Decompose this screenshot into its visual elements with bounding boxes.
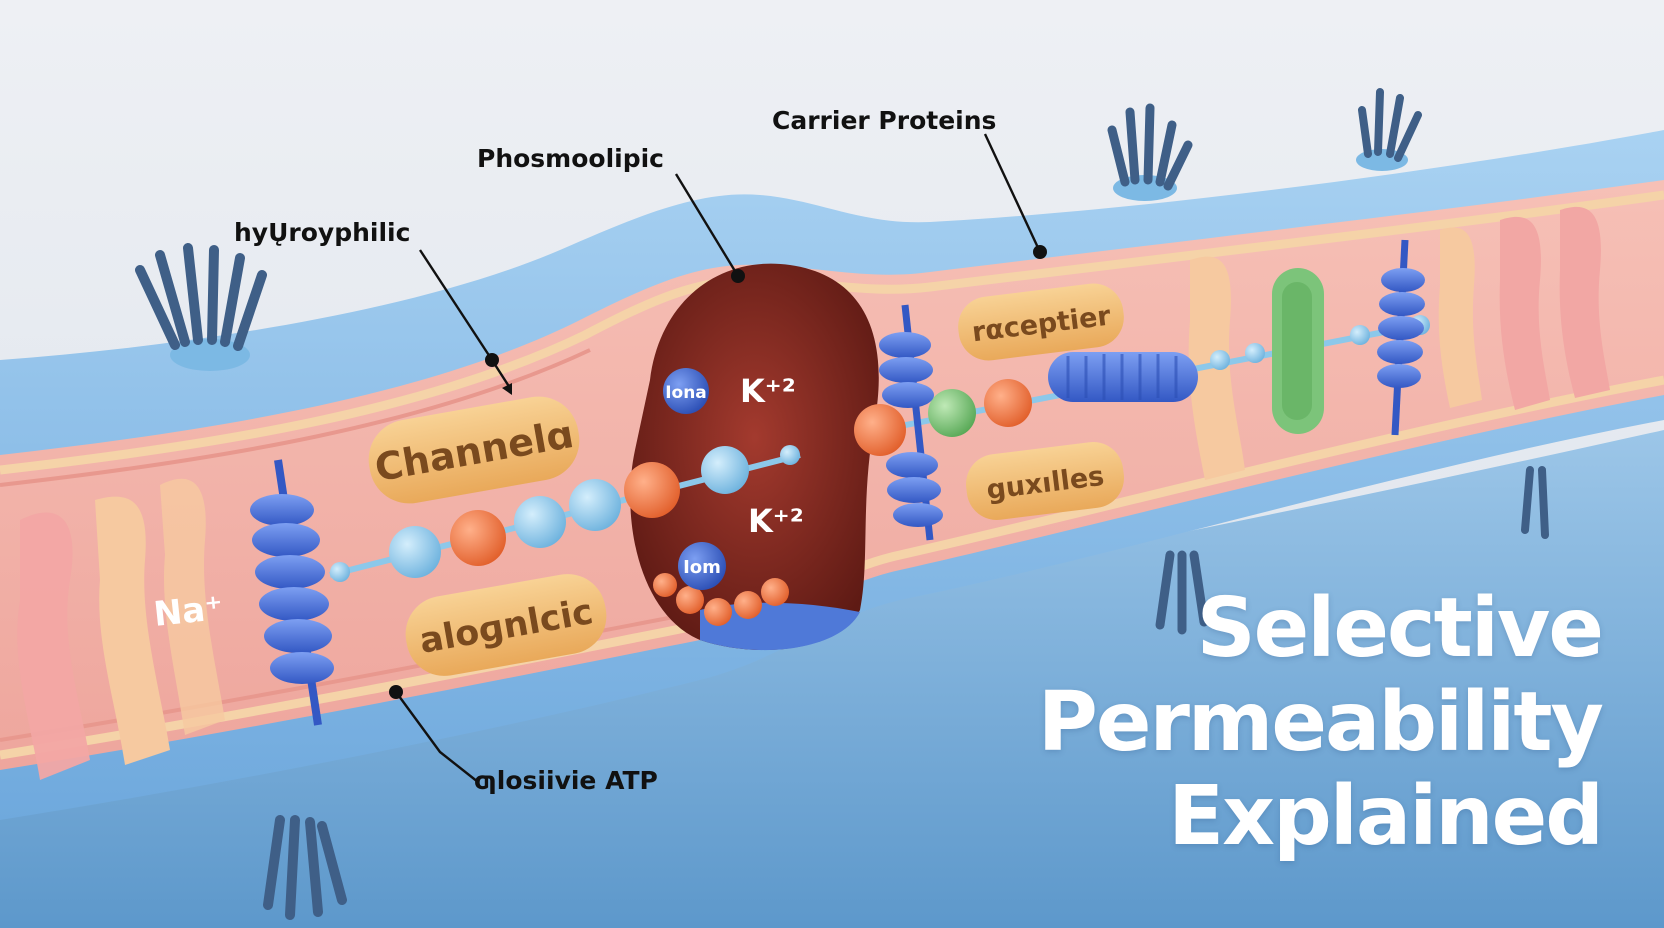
- pill-vesicles: guxılles: [965, 442, 1125, 520]
- callout-atp: ƣlosiivie ATP: [474, 766, 658, 795]
- ion-chain-left: [329, 445, 801, 582]
- coil-protein-left: [250, 459, 334, 726]
- ion-sphere-lower: [678, 542, 726, 590]
- potassium-label-upper: K⁺²: [740, 372, 796, 410]
- leader-dot-atp: [389, 685, 403, 699]
- leader-phospholipid: [674, 173, 740, 277]
- pill-channel: Channelɑ: [368, 396, 580, 504]
- glycoprotein-brush-under-mid: [1155, 550, 1209, 635]
- glycoprotein-brush-mid: [1107, 103, 1193, 201]
- coil-protein-horizontal: [1048, 352, 1198, 402]
- coil-protein-right: [1377, 239, 1425, 436]
- headline-line-2: Permeability: [1037, 675, 1604, 770]
- pill-glycolipid: aloɡnlcic: [405, 574, 607, 676]
- leader-dot-hydrophilic: [485, 353, 499, 367]
- glycoprotein-brush-left: [135, 243, 267, 371]
- ion-lower-label: Iom: [683, 557, 721, 578]
- floor-surface: [0, 430, 1664, 928]
- glycoprotein-brush-right: [1356, 88, 1422, 171]
- lipid-line-a: [0, 348, 591, 487]
- ion-upper-label: Iona: [665, 383, 707, 403]
- phospholipid-columns-left: [17, 478, 225, 780]
- glycoprotein-brush-under-right: [1521, 466, 1549, 539]
- glycoprotein-brush-under-left: [263, 815, 347, 920]
- leader-atp: [395, 691, 479, 783]
- headline-line-3: Explained: [1168, 769, 1604, 864]
- ion-sphere-upper: [663, 368, 709, 414]
- headline-line-1: Selective: [1196, 581, 1604, 676]
- coil-protein-middle: [879, 304, 943, 541]
- leader-carrier: [983, 133, 1042, 253]
- headline: Selective Permeability Explained: [1037, 581, 1604, 864]
- callout-phospholipid: Phosmoolipic: [477, 144, 664, 173]
- lipid-line-b: [0, 610, 701, 742]
- callout-leaders: [395, 133, 1042, 783]
- pill-receptor: rαceptier: [958, 283, 1124, 361]
- callout-hydrophilic: hyŲroyphilic: [234, 218, 411, 247]
- leader-dot-phospholipid: [731, 269, 745, 283]
- callout-carrier-proteins: Carrier Proteins: [772, 106, 997, 135]
- leader-dot-carrier: [1033, 245, 1047, 259]
- arrowhead-hydrophilic: [502, 383, 512, 395]
- sodium-label: Na⁺: [152, 588, 225, 635]
- leader-hydrophilic: [418, 249, 494, 361]
- potassium-label-lower: K⁺²: [748, 502, 804, 540]
- green-transport-protein: [1272, 268, 1324, 434]
